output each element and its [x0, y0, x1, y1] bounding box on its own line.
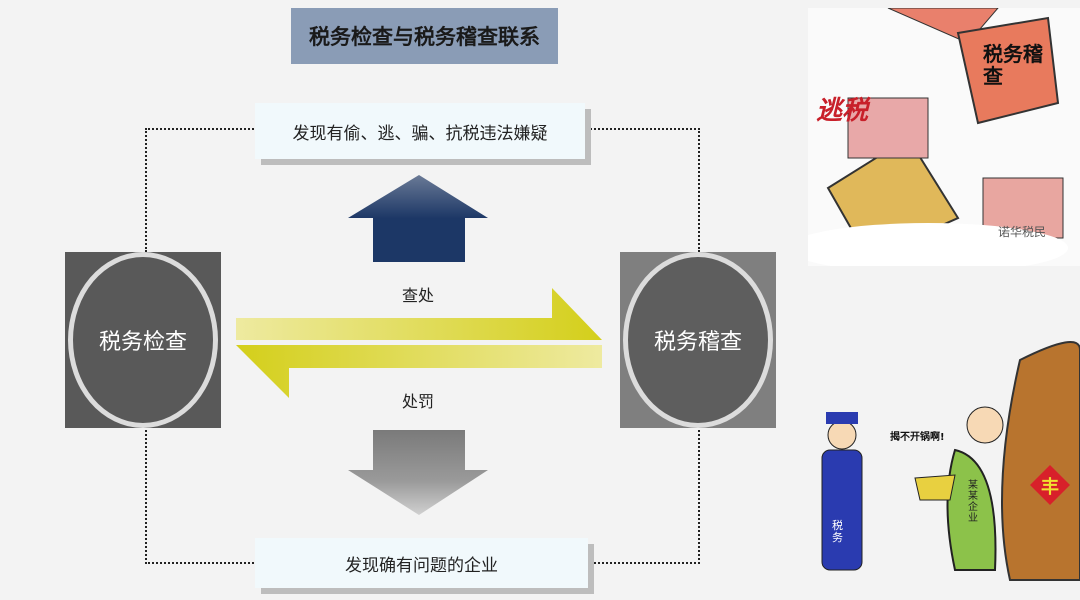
connector-top-right [590, 128, 700, 252]
uniform-text: 税务 [832, 519, 843, 544]
arrows [236, 175, 602, 515]
right-arrow [236, 288, 602, 340]
tax-audit-circle: 税务稽查 [623, 252, 773, 428]
hammer-text: 税务稽查 [983, 42, 1043, 88]
up-arrow [348, 175, 488, 262]
watermark: 诺华税民 [998, 225, 1047, 239]
tax-officer-illustration: 揭不开锅啊! 税务 某某企业 丰 [790, 340, 1080, 592]
tax-inspection-circle: 税务检查 [68, 252, 218, 428]
problem-enterprise-box: 发现确有问题的企业 [255, 538, 588, 588]
tax-audit-label: 税务稽查 [653, 330, 742, 355]
speech-text: 揭不开锅啊! [890, 432, 945, 443]
tax-inspection-node: 税务检查 [65, 252, 221, 428]
penalty-label: 处罚 [402, 392, 435, 411]
suspicion-box: 发现有偷、逃、骗、抗税违法嫌疑 [255, 103, 585, 159]
evade-tax-caption: 逃税 [816, 96, 869, 126]
hammer-building-drawing [808, 8, 1068, 266]
left-arrow [236, 345, 602, 398]
tax-inspection-label: 税务检查 [98, 330, 187, 355]
jar-symbol: 丰 [1041, 477, 1059, 498]
connector-top-left [145, 128, 257, 252]
connector-bottom-left [145, 430, 257, 564]
tax-audit-node: 税务稽查 [620, 252, 776, 428]
shirt-text: 某某企业 [968, 480, 978, 524]
slide-title: 税务检查与税务稽查联系 [291, 8, 558, 64]
investigate-label: 查处 [402, 286, 435, 305]
tax-audit-hammer-illustration: 逃税 税务稽查 诺华税民 [808, 8, 1080, 266]
officer-enterprise-drawing [821, 341, 1080, 581]
connector-bottom-right [590, 430, 700, 564]
down-arrow [348, 430, 488, 515]
